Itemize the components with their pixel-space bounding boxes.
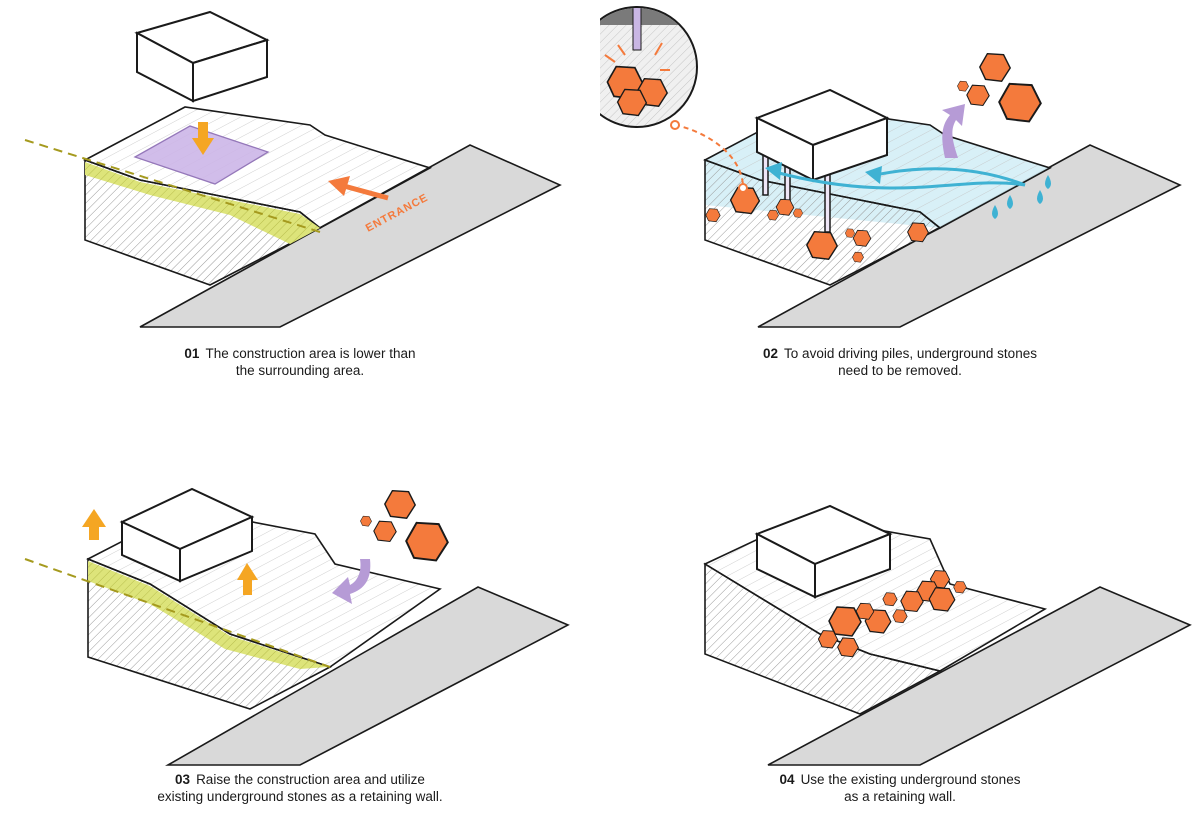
road [165, 586, 570, 766]
removed-stones [957, 52, 1042, 123]
water-arrow-head [865, 166, 882, 184]
road [767, 586, 1192, 766]
magnifier-leader [674, 124, 744, 186]
caption-04: 04 Use the existing underground stones as… [600, 771, 1200, 805]
caption-line-2: existing underground stones as a retaini… [157, 789, 443, 804]
caption-line-1: Raise the construction area and utilize [196, 772, 425, 787]
entrance-arrow-icon [328, 176, 389, 201]
caption-number: 02 [763, 346, 779, 361]
curved-arrow-icon [332, 559, 371, 604]
caption-number: 01 [184, 346, 200, 361]
caption-line-1: To avoid driving piles, underground ston… [784, 346, 1037, 361]
caption-number: 03 [175, 772, 191, 787]
caption-03: 03 Raise the construction area and utiliz… [0, 771, 600, 805]
panel-01: ENTRANCE 01 The construction area is lowe… [0, 0, 600, 408]
caption-line-1: Use the existing underground stones [800, 772, 1021, 787]
caption-line-2: as a retaining wall. [844, 789, 956, 804]
caption-line-1: The construction area is lower than [205, 346, 416, 361]
leader-dot [738, 183, 748, 193]
diagram-01: ENTRANCE [24, 10, 562, 328]
caption-line-2: the surrounding area. [235, 363, 365, 378]
raised-area-fill [88, 561, 328, 669]
diagram-03 [24, 487, 570, 766]
panel-04: 04 Use the existing underground stones as… [600, 409, 1200, 817]
stones [360, 489, 449, 562]
caption-number: 04 [779, 772, 795, 787]
up-arrow-icon [82, 509, 258, 595]
curved-arrow-icon [942, 104, 965, 158]
lower-area-fill [85, 162, 320, 244]
diagram-04 [703, 504, 1192, 766]
panel-03: 03 Raise the construction area and utiliz… [0, 409, 600, 817]
diagram-02 [600, 6, 1182, 328]
water-arrow-head [765, 162, 782, 180]
reference-dash-line [24, 139, 321, 233]
caption-02: 02 To avoid driving piles, underground st… [600, 345, 1200, 379]
construction-site [133, 125, 270, 185]
building-block [134, 10, 270, 103]
panel-02: 02 To avoid driving piles, underground st… [600, 0, 1200, 408]
caption-01: 01 The construction area is lower than th… [0, 345, 600, 379]
leader-dot [670, 120, 680, 130]
building-block [754, 504, 893, 599]
building-block [119, 487, 255, 583]
water-flow-arrows [774, 167, 1026, 190]
water-drop-icon [992, 175, 1051, 219]
reference-dash-line [24, 558, 331, 668]
caption-line-2: need to be removed. [838, 363, 962, 378]
building-block [754, 88, 890, 182]
down-arrow-icon [192, 122, 214, 155]
